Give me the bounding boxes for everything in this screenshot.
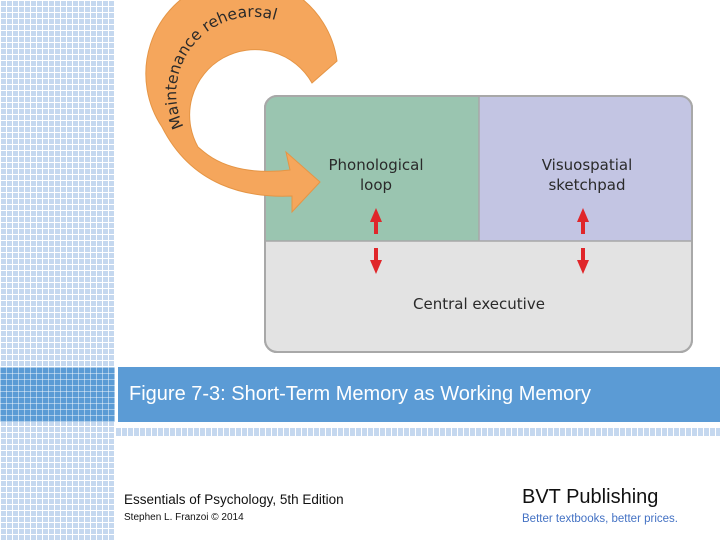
working-memory-diagram: Maintenance rehearsal Phonological loop … — [145, 0, 693, 353]
visuospatial-exchange-arrow — [577, 208, 589, 274]
decorative-grid-strip — [0, 0, 115, 540]
visuospatial-label-line2: sketchpad — [548, 176, 625, 194]
phonological-loop-box — [265, 96, 479, 241]
diagram-box — [264, 95, 693, 353]
figure-caption: Figure 7-3: Short-Term Memory as Working… — [129, 383, 591, 405]
visuospatial-label-line1: Visuospatial — [542, 156, 633, 174]
central-executive-label: Central executive — [413, 295, 545, 313]
book-title: Essentials of Psychology, 5th Edition — [124, 492, 344, 507]
author-credit: Stephen L. Franzoi © 2014 — [124, 512, 244, 523]
publisher-name: BVT Publishing — [522, 486, 659, 508]
phonological-exchange-arrow — [370, 208, 382, 274]
caption-bar: Figure 7-3: Short-Term Memory as Working… — [118, 367, 720, 422]
visuospatial-sketchpad-box — [479, 96, 692, 241]
phonological-label-line2: loop — [360, 176, 392, 194]
phonological-label-line1: Phonological — [328, 156, 423, 174]
decorative-grid-divider — [115, 428, 720, 436]
decorative-grid-block — [0, 367, 115, 422]
publisher-tagline: Better textbooks, better prices. — [522, 513, 678, 525]
